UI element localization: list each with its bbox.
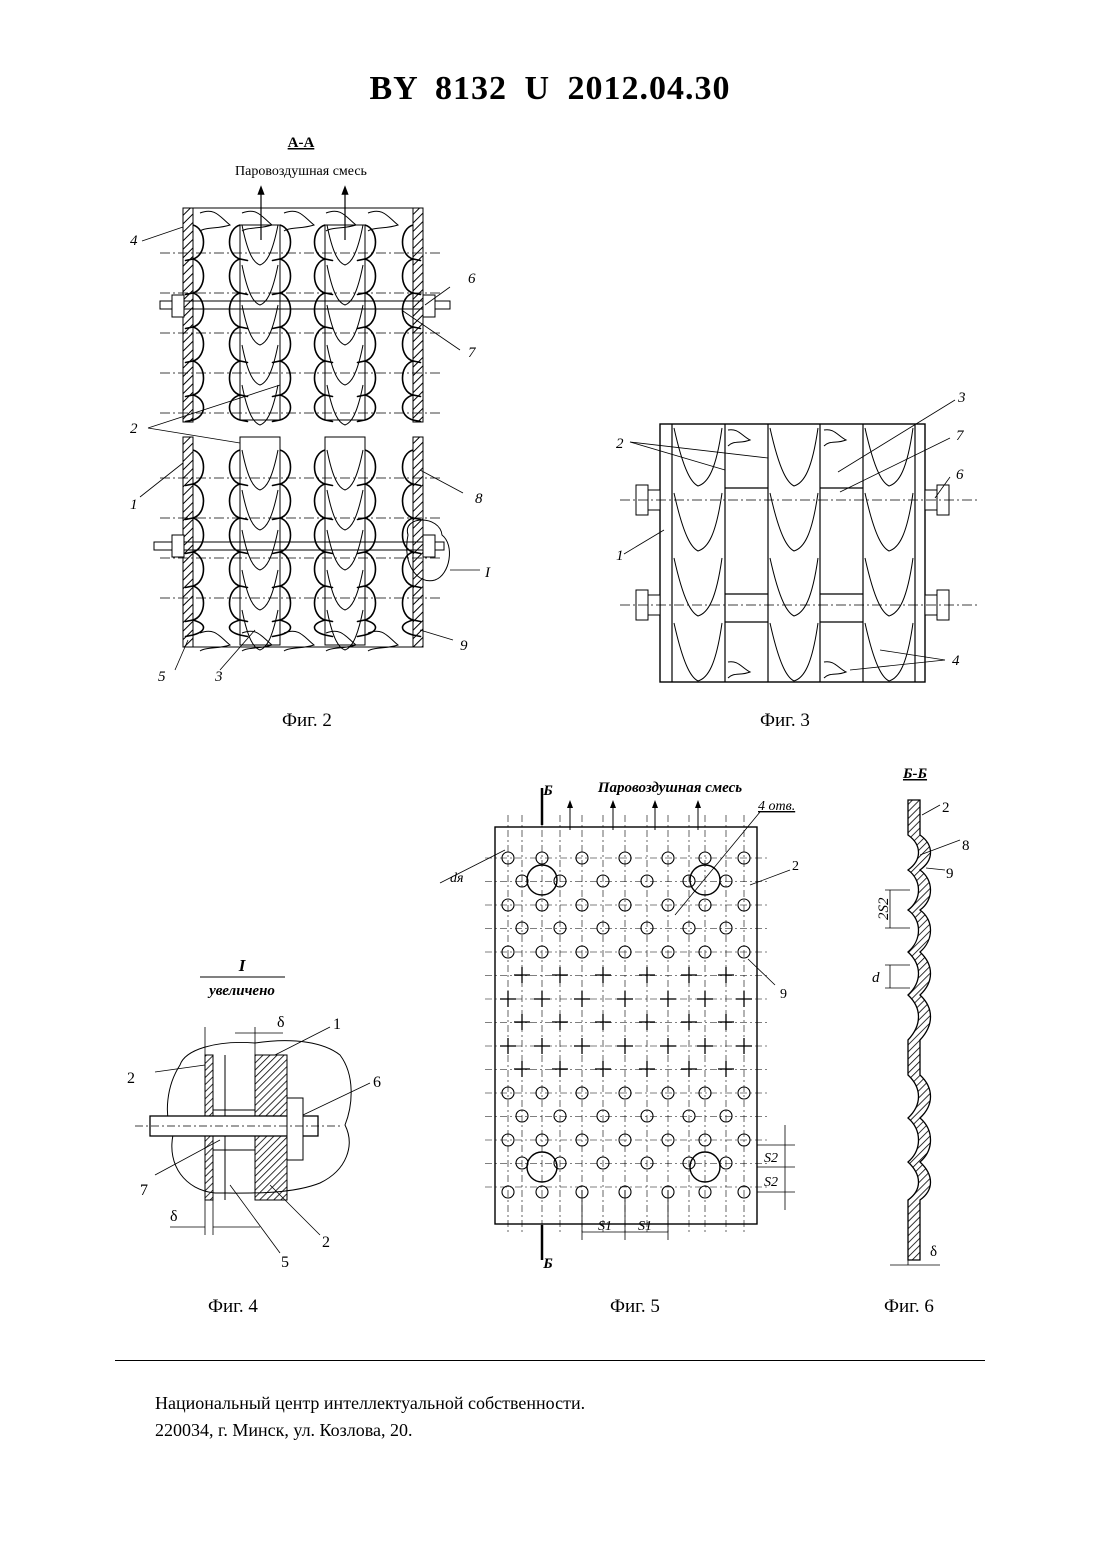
part-label-3: 3 — [957, 390, 966, 406]
part-label-8: 8 — [475, 491, 483, 507]
part-label-7: 7 — [956, 428, 965, 444]
figure-6-drawing: Б-Б 2 8 9 2S2 d δ — [860, 760, 980, 1280]
footer: Национальный центр интеллектуальной собс… — [155, 1390, 585, 1444]
part-label-4: 4 — [130, 233, 138, 249]
dimension-2s2: 2S2 — [876, 897, 892, 920]
part-label-2: 2 — [127, 1070, 135, 1087]
detail-subtitle: увеличено — [207, 983, 275, 999]
part-label-6: 6 — [373, 1074, 381, 1091]
figure-6-caption: Фиг. 6 — [884, 1296, 934, 1318]
part-label-1: 1 — [130, 497, 138, 513]
part-label-6: 6 — [468, 271, 476, 287]
part-label-6: 6 — [956, 467, 964, 483]
drain-hole-diameter-label: dя — [450, 871, 464, 886]
pitch-s1-left: S1 — [598, 1219, 612, 1234]
part-label-3: 3 — [214, 669, 223, 685]
part-label-8: 8 — [962, 838, 970, 854]
part-label-9: 9 — [460, 638, 468, 654]
flow-label: Паровоздушная смесь — [235, 164, 367, 179]
part-label-9: 9 — [946, 866, 954, 882]
figure-3-drawing: 3 2 7 6 1 4 — [600, 380, 1000, 700]
dimension-delta: δ — [930, 1244, 937, 1260]
part-label-5: 5 — [158, 669, 166, 685]
part-label-2b: 2 — [322, 1234, 330, 1251]
flow-label: Паровоздушная смесь — [597, 780, 742, 796]
part-label-7: 7 — [140, 1182, 148, 1199]
part-label-1: 1 — [333, 1016, 341, 1033]
dimension-d: d — [872, 970, 880, 986]
footer-address: 220034, г. Минск, ул. Козлова, 20. — [155, 1417, 585, 1444]
dimension-delta-top: δ — [277, 1014, 285, 1031]
figure-3-caption: Фиг. 3 — [760, 710, 810, 732]
section-mark-b-top: Б — [542, 783, 553, 799]
part-label-2: 2 — [130, 421, 138, 437]
part-label-5: 5 — [281, 1254, 289, 1271]
detail-title: I — [238, 956, 247, 975]
holes-count-label: 4 отв. — [758, 799, 795, 814]
document-header: BY 8132 U 2012.04.30 — [0, 70, 1100, 108]
figure-4-drawing: I увеличено δ 1 2 6 7 δ 2 5 — [115, 955, 405, 1275]
part-label-1: 1 — [616, 548, 624, 564]
part-label-2: 2 — [942, 800, 950, 816]
pitch-s1-right: S1 — [638, 1219, 652, 1234]
figure-4-caption: Фиг. 4 — [208, 1296, 258, 1318]
dimension-delta-bottom: δ — [170, 1208, 178, 1225]
section-label-aa: А-А — [288, 135, 315, 151]
footer-divider — [115, 1360, 985, 1361]
figure-5-drawing: Б Паровоздушная смесь Б 4 отв. 2 9 dя — [430, 770, 820, 1280]
section-mark-b-bottom: Б — [542, 1256, 553, 1272]
figure-2-caption: Фиг. 2 — [282, 710, 332, 732]
figure-5-caption: Фиг. 5 — [610, 1296, 660, 1318]
pitch-s2-top: S2 — [764, 1151, 778, 1166]
detail-label-i: I — [484, 565, 491, 581]
part-label-9: 9 — [780, 987, 787, 1002]
figure-2-drawing: А-А Паровоздушная смесь 4 6 7 — [120, 125, 520, 700]
part-label-7: 7 — [468, 345, 477, 361]
part-label-4: 4 — [952, 653, 960, 669]
section-label-bb: Б-Б — [902, 766, 928, 782]
pitch-s2-bottom: S2 — [764, 1175, 778, 1190]
part-label-2: 2 — [616, 436, 624, 452]
footer-organization: Национальный центр интеллектуальной собс… — [155, 1390, 585, 1417]
part-label-2: 2 — [792, 859, 799, 874]
